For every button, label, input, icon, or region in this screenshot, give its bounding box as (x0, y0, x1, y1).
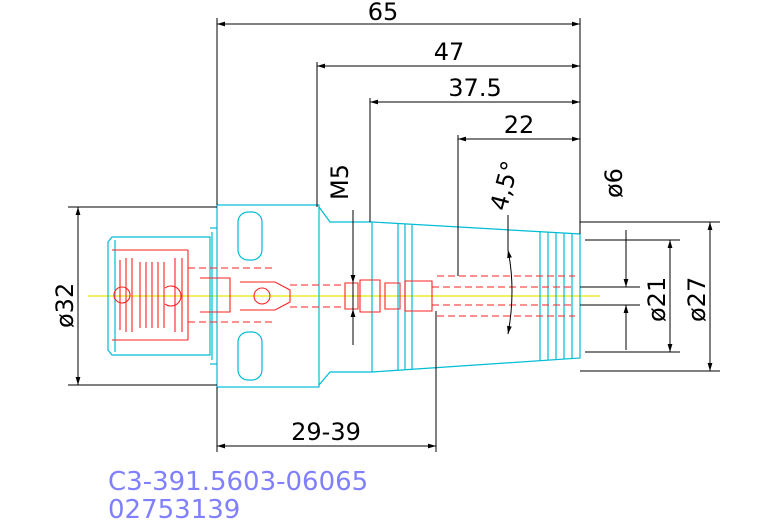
dim-diameter-27: ø27 (683, 277, 711, 322)
dim-length-47: 47 (434, 38, 465, 66)
dim-overall-length: 65 (368, 0, 399, 26)
dim-range-length: 29-39 (291, 418, 361, 446)
internal-bore (112, 249, 575, 341)
part-number: 02753139 (108, 495, 240, 523)
dim-diameter-21: ø21 (643, 277, 671, 322)
dim-length-37-5: 37.5 (448, 74, 501, 102)
dimension-lines (68, 18, 720, 452)
dim-angle: 4,5° (485, 158, 525, 214)
dim-diameter-32: ø32 (51, 283, 79, 328)
dim-thread-m5: M5 (326, 164, 354, 200)
dim-diameter-6: ø6 (600, 168, 628, 198)
dim-length-22: 22 (504, 111, 535, 139)
part-code: C3-391.5603-06065 (108, 467, 368, 497)
